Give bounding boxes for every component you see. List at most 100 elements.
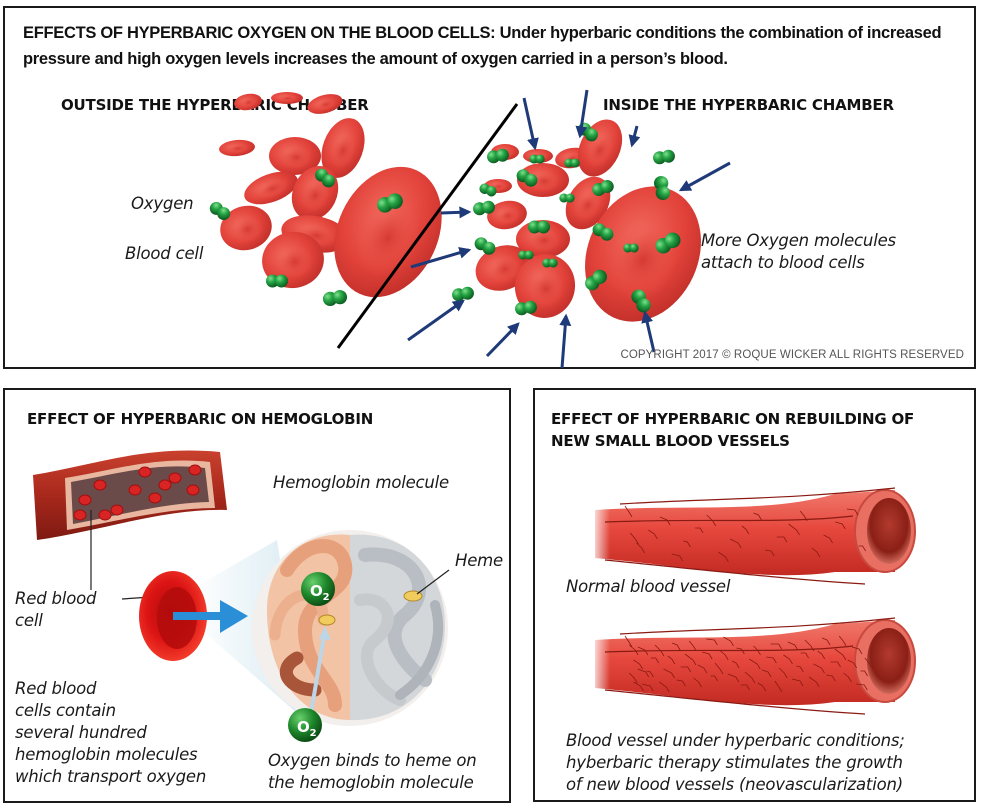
oxygen-molecule: [515, 300, 537, 316]
capillary: [778, 667, 788, 679]
o2-molecule-badge-lower: [288, 708, 322, 742]
capillary: [629, 672, 638, 684]
caption-line: hyberbaric therapy stimulates the growth: [566, 753, 903, 772]
vessel-blood-cell: [93, 479, 107, 491]
capillary: [757, 682, 767, 692]
hemoglobin-molecule: [252, 530, 448, 726]
vessel-blood-cell: [188, 464, 202, 476]
neovascularized-blood-vessel: [590, 615, 916, 715]
red-blood-cells: [219, 92, 701, 322]
outer-vessel-strand: [604, 645, 854, 653]
oxygen-molecule: [473, 200, 495, 216]
vessel-blood-cell: [110, 504, 124, 516]
capillary: [680, 666, 692, 673]
capillary: [856, 683, 868, 691]
red-blood-cell: [487, 200, 527, 230]
capillary: [729, 538, 742, 549]
pressure-arrows: [407, 89, 731, 369]
capillary: [718, 649, 729, 661]
capillary: [766, 656, 777, 664]
capillary: [813, 663, 825, 674]
capillary: [683, 540, 691, 548]
capillary: [791, 678, 804, 687]
pressure-arrow: [559, 313, 572, 369]
capillary: [736, 647, 745, 655]
capillary: [727, 673, 740, 683]
intro-text: EFFECTS OF HYPERBARIC OXYGEN ON THE BLOO…: [23, 20, 963, 72]
binding-caption-line1: Oxygen binds to heme on: [268, 751, 477, 770]
hemoglobin-molecule-label: Hemoglobin molecule: [273, 473, 450, 492]
red-blood-cell: [219, 139, 255, 157]
capillary: [847, 659, 858, 669]
vessel-blood-cell: [148, 492, 162, 504]
capillary: [753, 512, 762, 521]
oxygen-molecule: [322, 289, 348, 307]
outer-vessel-strand: [619, 617, 896, 635]
oxygen-molecule: [528, 220, 550, 234]
capillary: [663, 668, 675, 679]
oxygen-molecule: [518, 250, 534, 260]
capillary: [650, 657, 660, 664]
capillary: [834, 648, 847, 661]
intro-title: EFFECTS OF HYPERBARIC OXYGEN ON THE BLOO…: [23, 24, 496, 42]
blood-cells-illustration: [209, 89, 731, 369]
oxygen-molecule: [564, 158, 580, 168]
copyright-notice: COPYRIGHT 2017 © ROQUE WICKER ALL RIGHTS…: [620, 349, 964, 361]
red-blood-cell: [220, 205, 272, 251]
oxygen-molecule: [452, 286, 474, 302]
heme-leader-line: [416, 569, 450, 595]
capillary: [701, 651, 713, 660]
capillary: [823, 534, 833, 544]
oxygen-molecule: [592, 179, 614, 197]
blood-vessels-illustration: [590, 485, 916, 715]
capillary: [749, 658, 761, 670]
oxygen-molecule: [631, 289, 651, 313]
capillary: [774, 680, 783, 693]
oxygen-molecule: [653, 175, 671, 201]
caption-line: of new blood vessels (neovascularization…: [566, 775, 903, 794]
blood-vessel-cutaway: [33, 450, 227, 540]
pressure-arrow: [485, 322, 520, 358]
rbc-description: Red blood cells contain several hundred …: [15, 678, 206, 788]
vessels-heading-line1: EFFECT OF HYPERBARIC ON REBUILDING OF: [551, 410, 915, 428]
capillary: [808, 676, 820, 688]
vessels-heading-line2: NEW SMALL BLOOD VESSELS: [551, 432, 790, 450]
oxygen-molecule: [209, 201, 231, 221]
capillary: [630, 532, 639, 545]
oxygen-molecule: [516, 169, 538, 187]
capillary: [706, 638, 718, 646]
oxygen-molecule: [266, 274, 288, 288]
o2-badge-lower-text: O2: [297, 718, 317, 739]
more-oxygen-label-line1: More Oxygen molecules: [701, 231, 896, 250]
capillary: [667, 655, 676, 665]
oxygen-molecule: [377, 193, 403, 213]
vessel-blood-cell: [73, 509, 87, 521]
oxygen-molecule: [592, 223, 614, 241]
capillary: [695, 527, 704, 534]
oxygen-molecule: [559, 193, 575, 203]
pressure-arrow: [678, 161, 731, 192]
capillary: [787, 641, 799, 651]
capillary: [864, 657, 874, 670]
oxygen-molecule: [655, 232, 681, 254]
more-oxygen-label-line2: attach to blood cells: [701, 253, 865, 272]
capillary: [860, 670, 868, 677]
pressure-arrow: [440, 206, 472, 219]
binding-caption-line2: the hemoglobin molecule: [268, 773, 474, 792]
oxygen-molecule: [542, 258, 558, 268]
pressure-arrow: [641, 310, 656, 353]
capillary: [659, 681, 670, 693]
oxygen-molecule: [585, 269, 607, 291]
capillary: [843, 672, 852, 683]
outer-vessel-strand: [619, 487, 896, 505]
oxygen-label: Oxygen: [131, 194, 194, 213]
oxygen-molecule: [474, 237, 496, 255]
capillary: [817, 650, 826, 660]
capillary: [744, 671, 756, 684]
vessel-lumen: [867, 628, 911, 694]
rbc-label-line1: Red blood: [15, 589, 97, 608]
outer-vessel-strand: [604, 689, 866, 715]
pressure-arrow: [575, 89, 589, 139]
heme-label: Heme: [455, 551, 503, 570]
description-line: which transport oxygen: [15, 767, 207, 786]
